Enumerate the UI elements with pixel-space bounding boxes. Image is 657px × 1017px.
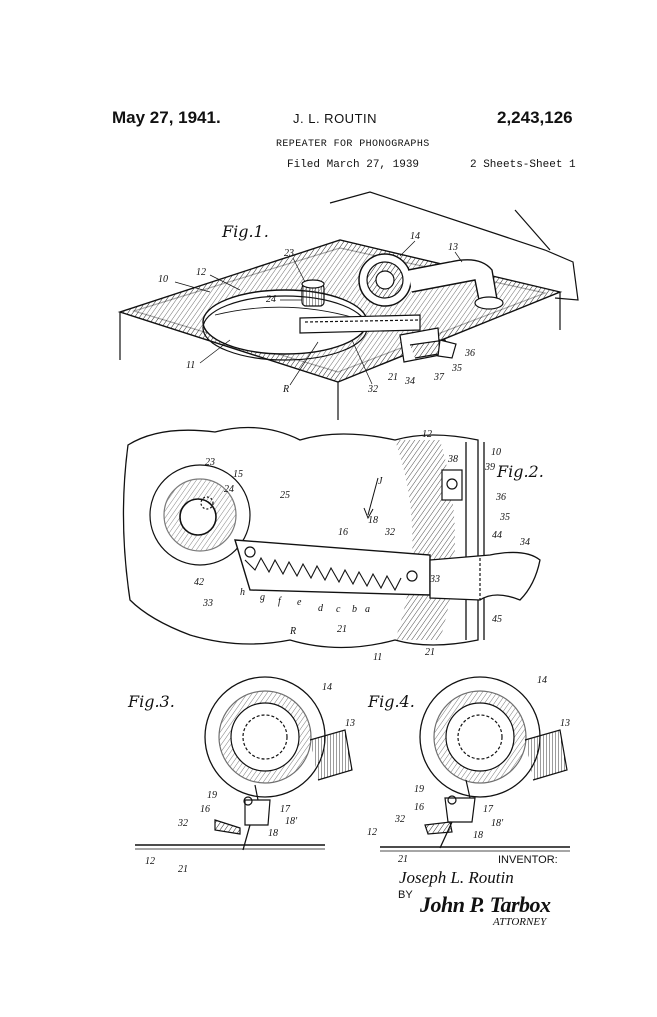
svg-text:35: 35 xyxy=(451,363,462,374)
svg-text:17: 17 xyxy=(483,804,494,815)
svg-text:11: 11 xyxy=(186,360,195,371)
svg-text:c: c xyxy=(336,604,341,615)
svg-text:34: 34 xyxy=(519,537,530,548)
svg-text:12: 12 xyxy=(145,856,155,867)
svg-text:38: 38 xyxy=(447,454,458,465)
svg-text:25: 25 xyxy=(280,490,290,501)
svg-text:b: b xyxy=(352,604,357,615)
svg-text:16: 16 xyxy=(414,802,424,813)
svg-text:18': 18' xyxy=(491,818,504,829)
svg-text:32: 32 xyxy=(177,818,188,829)
svg-text:21: 21 xyxy=(398,854,408,865)
svg-text:21: 21 xyxy=(425,647,435,658)
svg-text:14: 14 xyxy=(322,682,332,693)
svg-text:36: 36 xyxy=(464,348,475,359)
svg-text:33: 33 xyxy=(202,598,213,609)
svg-text:13: 13 xyxy=(448,242,458,253)
attorney-label: ATTORNEY xyxy=(493,916,547,928)
svg-text:g: g xyxy=(260,592,265,603)
figure-1-label: Fig.1. xyxy=(222,222,269,241)
svg-text:18': 18' xyxy=(285,816,298,827)
svg-text:12: 12 xyxy=(367,827,377,838)
svg-text:45: 45 xyxy=(492,614,502,625)
svg-text:21: 21 xyxy=(178,864,188,875)
filing-date: Filed March 27, 1939 xyxy=(287,159,420,171)
svg-text:J: J xyxy=(378,476,383,487)
figure-1-drawing: 10 12 11 23 24 14 13 R 32 21 34 37 35 36 xyxy=(117,191,579,420)
inventor-name: Joseph L. Routin xyxy=(399,868,514,887)
svg-text:14: 14 xyxy=(410,231,420,242)
figure-4-drawing: 14 13 19 16 17 18' 32 18 12 21 xyxy=(367,675,570,865)
figure-2-label: Fig.2. xyxy=(497,462,544,481)
svg-text:24: 24 xyxy=(224,484,234,495)
svg-text:R: R xyxy=(289,626,296,637)
svg-text:18: 18 xyxy=(473,830,483,841)
svg-text:e: e xyxy=(297,597,302,608)
svg-text:16: 16 xyxy=(338,527,348,538)
figure-4-label: Fig.4. xyxy=(368,692,415,711)
svg-text:h: h xyxy=(240,587,245,598)
svg-text:34: 34 xyxy=(404,376,415,387)
svg-text:36: 36 xyxy=(495,492,506,503)
inventor-short-name: J. L. ROUTIN xyxy=(293,111,378,126)
svg-text:18: 18 xyxy=(368,515,378,526)
svg-text:19: 19 xyxy=(207,790,217,801)
svg-text:33: 33 xyxy=(429,574,440,585)
svg-text:11: 11 xyxy=(373,652,382,663)
attorney-signature: John P. Tarbox xyxy=(420,892,551,917)
by-label: BY xyxy=(398,889,413,901)
svg-text:12: 12 xyxy=(196,267,206,278)
patent-title: REPEATER FOR PHONOGRAPHS xyxy=(276,139,430,150)
sheet-count: 2 Sheets-Sheet 1 xyxy=(470,159,576,171)
inventor-label: INVENTOR: xyxy=(498,854,558,866)
patent-date: May 27, 1941. xyxy=(112,108,221,127)
svg-text:10: 10 xyxy=(491,447,501,458)
svg-text:13: 13 xyxy=(560,718,570,729)
svg-text:R: R xyxy=(282,384,289,395)
svg-text:23: 23 xyxy=(205,457,215,468)
svg-text:17: 17 xyxy=(280,804,291,815)
svg-text:21: 21 xyxy=(337,624,347,635)
figure-3-label: Fig.3. xyxy=(128,692,175,711)
svg-text:32: 32 xyxy=(394,814,405,825)
svg-text:42: 42 xyxy=(194,577,204,588)
svg-text:35: 35 xyxy=(499,512,510,523)
svg-text:44: 44 xyxy=(492,530,502,541)
svg-text:23: 23 xyxy=(284,248,294,259)
svg-text:32: 32 xyxy=(384,527,395,538)
svg-text:16: 16 xyxy=(200,804,210,815)
svg-text:18: 18 xyxy=(268,828,278,839)
svg-text:d: d xyxy=(318,603,324,614)
patent-number: 2,243,126 xyxy=(497,108,573,127)
figure-3-drawing: 14 13 19 16 17 18' 32 18 12 21 xyxy=(135,676,355,875)
figure-2-drawing: 23 15 24 25 12 10 38 39 36 35 44 34 45 J… xyxy=(122,426,541,663)
svg-text:13: 13 xyxy=(345,718,355,729)
svg-text:14: 14 xyxy=(537,675,547,686)
svg-text:39: 39 xyxy=(484,462,495,473)
svg-text:10: 10 xyxy=(158,274,168,285)
svg-text:37: 37 xyxy=(433,372,445,383)
svg-text:24: 24 xyxy=(266,294,276,305)
svg-text:21: 21 xyxy=(388,372,398,383)
svg-text:32: 32 xyxy=(367,384,378,395)
svg-text:a: a xyxy=(365,604,370,615)
svg-text:f: f xyxy=(278,596,282,607)
svg-text:15: 15 xyxy=(233,469,243,480)
svg-text:12: 12 xyxy=(422,429,432,440)
svg-text:19: 19 xyxy=(414,784,424,795)
